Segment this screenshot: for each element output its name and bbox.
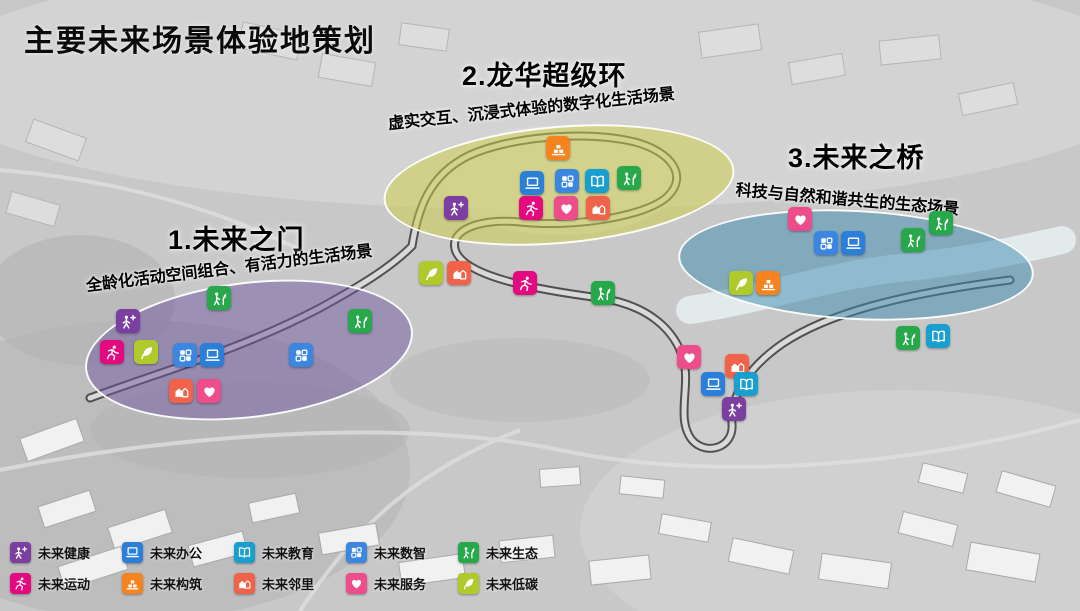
legend-label-construction: 未来构筑 bbox=[150, 577, 203, 592]
ecology-icon bbox=[458, 542, 479, 563]
marker-sports-icon bbox=[519, 196, 543, 220]
legend-label-education: 未来教育 bbox=[262, 546, 315, 561]
service-icon bbox=[346, 573, 367, 594]
marker-service-icon bbox=[554, 196, 578, 220]
legend-label-office: 未来办公 bbox=[150, 546, 203, 561]
legend-label-service: 未来服务 bbox=[374, 577, 427, 592]
zone-title-future-bridge: 3.未来之桥 bbox=[788, 143, 925, 173]
marker-health-icon bbox=[116, 309, 140, 333]
digital-icon bbox=[346, 542, 367, 563]
office-icon bbox=[122, 542, 143, 563]
marker-health-icon bbox=[722, 397, 746, 421]
marker-neighborhood-icon bbox=[447, 261, 471, 285]
marker-neighborhood-icon bbox=[586, 196, 610, 220]
marker-neighborhood-icon bbox=[169, 379, 193, 403]
marker-sports-icon bbox=[100, 340, 124, 364]
legend-item-lowcarbon: 未来低碳 bbox=[458, 573, 570, 594]
marker-education-icon bbox=[734, 372, 758, 396]
lowcarbon-icon bbox=[458, 573, 479, 594]
marker-education-icon bbox=[926, 324, 950, 348]
legend-item-office: 未来办公 bbox=[122, 542, 234, 563]
marker-ecology-icon bbox=[617, 166, 641, 190]
legend-item-construction: 未来构筑 bbox=[122, 573, 234, 594]
marker-digital-icon bbox=[173, 343, 197, 367]
marker-ecology-icon bbox=[207, 286, 231, 310]
legend-item-sports: 未来运动 bbox=[10, 573, 122, 594]
marker-lowcarbon-icon bbox=[134, 340, 158, 364]
page-title: 主要未来场景体验地策划 bbox=[24, 25, 376, 58]
legend-label-neighborhood: 未来邻里 bbox=[262, 577, 315, 592]
legend-label-digital: 未来数智 bbox=[374, 546, 427, 561]
marker-digital-icon bbox=[555, 169, 579, 193]
marker-ecology-icon bbox=[591, 281, 615, 305]
legend-item-education: 未来教育 bbox=[234, 542, 346, 563]
marker-digital-icon bbox=[289, 343, 313, 367]
legend-label-sports: 未来运动 bbox=[38, 577, 91, 592]
legend-item-neighborhood: 未来邻里 bbox=[234, 573, 346, 594]
legend-label-lowcarbon: 未来低碳 bbox=[486, 577, 539, 592]
legend-label-health: 未来健康 bbox=[38, 546, 91, 561]
legend-item-digital: 未来数智 bbox=[346, 542, 458, 563]
construction-icon bbox=[122, 573, 143, 594]
marker-health-icon bbox=[444, 196, 468, 220]
legend-item-ecology: 未来生态 bbox=[458, 542, 570, 563]
legend: 未来健康 未来办公 未来教育 未来数智 未来生态未来运动 未来构筑 未来邻里 未来服务 未来低碳 bbox=[10, 537, 570, 599]
marker-lowcarbon-icon bbox=[729, 271, 753, 295]
marker-ecology-icon bbox=[896, 326, 920, 350]
marker-construction-icon bbox=[756, 271, 780, 295]
marker-lowcarbon-icon bbox=[419, 261, 443, 285]
marker-service-icon bbox=[197, 379, 221, 403]
marker-digital-icon bbox=[814, 231, 838, 255]
marker-ecology-icon bbox=[348, 309, 372, 333]
marker-sports-icon bbox=[513, 271, 537, 295]
marker-service-icon bbox=[677, 345, 701, 369]
marker-education-icon bbox=[585, 169, 609, 193]
marker-office-icon bbox=[701, 372, 725, 396]
legend-label-ecology: 未来生态 bbox=[486, 546, 539, 561]
education-icon bbox=[234, 542, 255, 563]
sports-icon bbox=[10, 573, 31, 594]
health-icon bbox=[10, 542, 31, 563]
neighborhood-icon bbox=[234, 573, 255, 594]
marker-office-icon bbox=[520, 171, 544, 195]
marker-office-icon bbox=[200, 343, 224, 367]
legend-item-health: 未来健康 bbox=[10, 542, 122, 563]
marker-ecology-icon bbox=[901, 228, 925, 252]
legend-item-service: 未来服务 bbox=[346, 573, 458, 594]
marker-service-icon bbox=[788, 207, 812, 231]
marker-construction-icon bbox=[546, 136, 570, 160]
zone-title-longhua-super-ring: 2.龙华超级环 bbox=[462, 61, 627, 91]
zone-title-future-gate: 1.未来之门 bbox=[168, 225, 305, 255]
marker-office-icon bbox=[841, 231, 865, 255]
marker-ecology-icon bbox=[929, 211, 953, 235]
